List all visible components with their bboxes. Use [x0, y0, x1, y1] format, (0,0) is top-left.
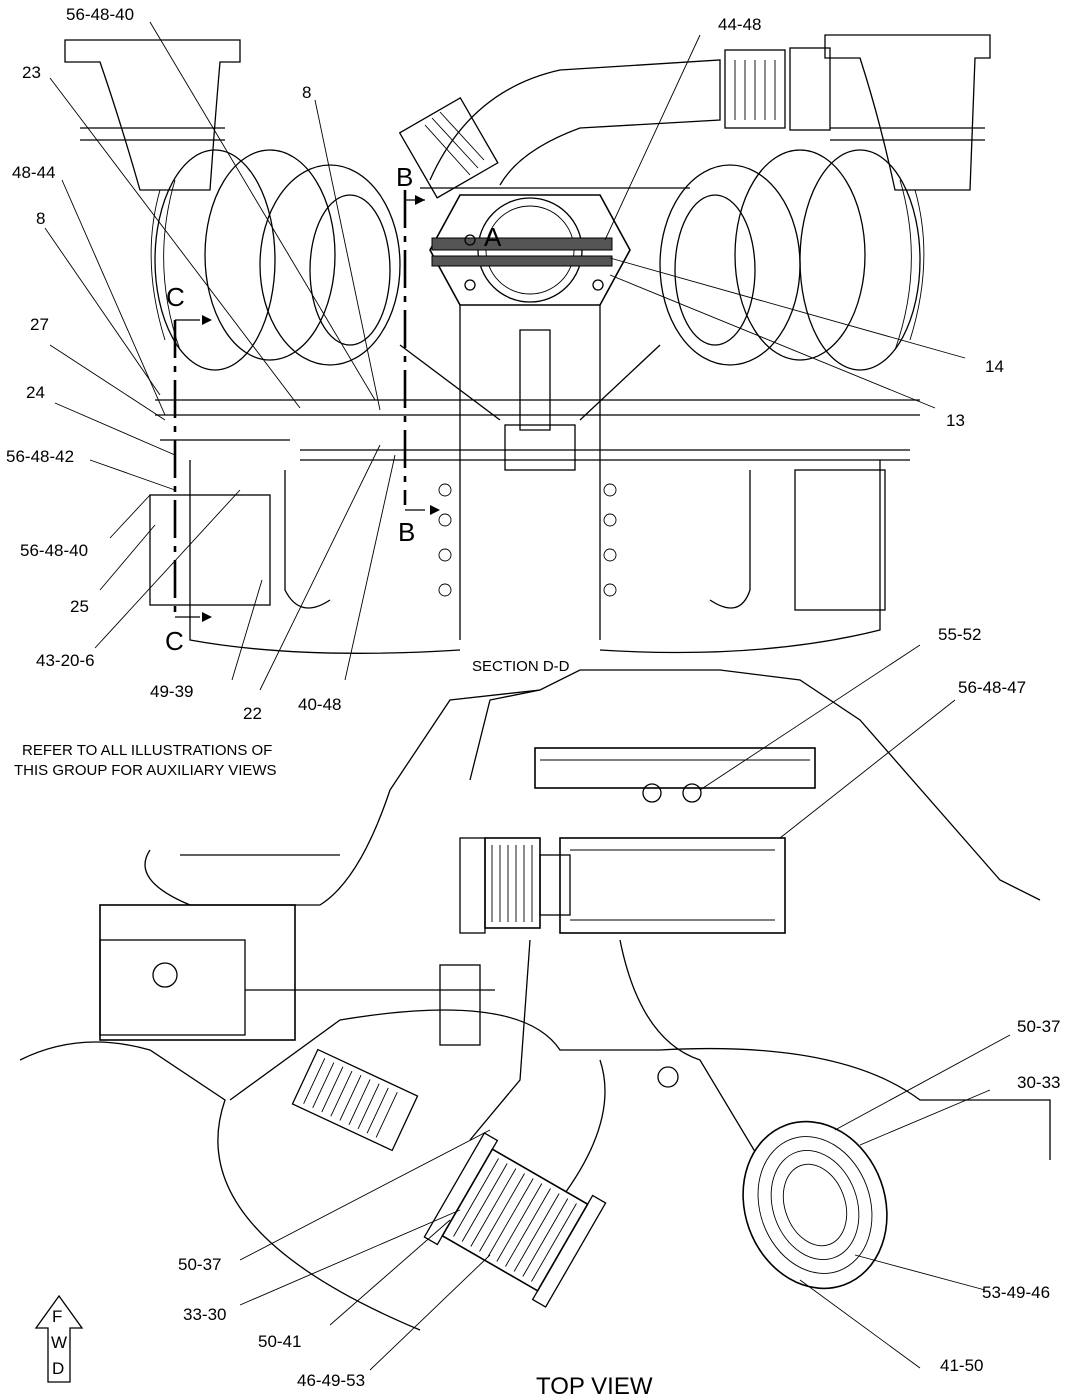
callout-23: 23: [22, 63, 41, 82]
callout-46-49-53: 46-49-53: [297, 1371, 365, 1390]
fwd-indicator: F W D: [51, 1307, 67, 1378]
callout-labels-lower: 55-52 56-48-47 50-37 30-33 50-37 33-30 5…: [178, 625, 1060, 1390]
callout-13: 13: [946, 411, 965, 430]
callout-44-48: 44-48: [718, 15, 761, 34]
leader-lines-upper: [44, 21, 966, 691]
section-title: SECTION D-D: [472, 658, 570, 675]
callout-50-37-right: 50-37: [1017, 1017, 1060, 1036]
fwd-letter-d: D: [52, 1359, 64, 1378]
leader-lines-lower: [239, 644, 1011, 1371]
callout-43-20-6: 43-20-6: [36, 651, 95, 670]
fwd-letter-w: W: [51, 1333, 67, 1352]
callout-55-52: 55-52: [938, 625, 981, 644]
callout-41-50: 41-50: [940, 1356, 983, 1375]
callout-8-left: 8: [36, 209, 45, 228]
callout-48-44: 48-44: [12, 163, 55, 182]
callout-24: 24: [26, 383, 45, 402]
section-marker-c-bottom: C: [165, 626, 184, 656]
section-marker-b-top: B: [396, 162, 413, 192]
callout-56-48-40-top: 56-48-40: [66, 5, 134, 24]
fwd-arrow-icon: [34, 1294, 84, 1383]
lower-assembly: [19, 669, 1051, 1331]
callout-22: 22: [243, 704, 262, 723]
view-title: TOP VIEW: [536, 1373, 653, 1400]
section-marker-b-bottom: B: [398, 517, 415, 547]
callout-30-33: 30-33: [1017, 1073, 1060, 1092]
callout-33-30: 33-30: [183, 1305, 226, 1324]
note-line-1: REFER TO ALL ILLUSTRATIONS OF: [22, 742, 272, 759]
callout-25: 25: [70, 597, 89, 616]
callout-50-37-left: 50-37: [178, 1255, 221, 1274]
section-arrows: [202, 195, 440, 622]
callout-56-48-40-left: 56-48-40: [20, 541, 88, 560]
upper-assembly: [64, 34, 991, 654]
detail-marker-a: A: [484, 222, 502, 252]
section-marker-labels: B B C C A: [165, 162, 502, 656]
section-marker-c-top: C: [166, 282, 185, 312]
callout-49-39: 49-39: [150, 682, 193, 701]
callout-labels-upper: 56-48-40 44-48 23 8 48-44 8 27 24 56-48-…: [6, 5, 1004, 723]
callout-27: 27: [30, 315, 49, 334]
callout-8-center: 8: [302, 83, 311, 102]
fwd-letter-f: F: [52, 1307, 62, 1326]
callout-53-49-46: 53-49-46: [982, 1283, 1050, 1302]
callout-14: 14: [985, 357, 1004, 376]
callout-56-48-42: 56-48-42: [6, 447, 74, 466]
note-line-2: THIS GROUP FOR AUXILIARY VIEWS: [14, 762, 277, 779]
callout-50-41: 50-41: [258, 1332, 301, 1351]
callout-56-48-47: 56-48-47: [958, 678, 1026, 697]
callout-40-48: 40-48: [298, 695, 341, 714]
